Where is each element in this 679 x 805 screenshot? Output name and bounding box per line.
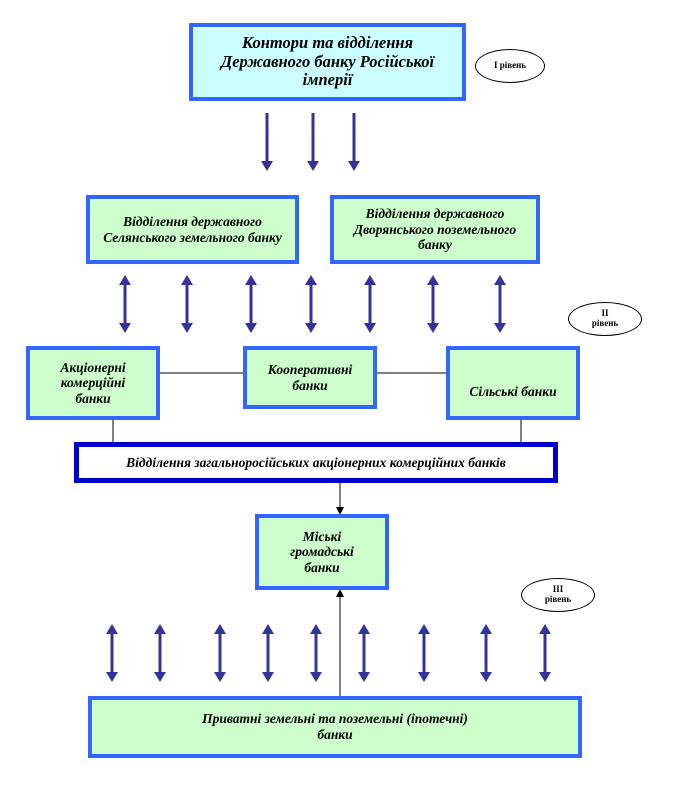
level3-double-arrow-8	[480, 624, 492, 682]
level2-double-arrow-6	[427, 275, 439, 333]
connector-lines	[112, 372, 522, 696]
joint-stock-banks-label: Акціонерні комерційні банки	[60, 359, 126, 406]
city-public-banks-label: Міські громадські банки	[290, 528, 354, 575]
peasant-bank-label: Відділення державного Селянського земель…	[103, 213, 282, 245]
state-bank-box: Контори та відділення Державного банку Р…	[189, 23, 466, 101]
level2-double-arrow-5	[364, 275, 376, 333]
private-land-banks-label: Приватні земельні та поземельні (іпотечн…	[202, 711, 468, 742]
all-russian-branches-box: Відділення загальноросійських акціонерни…	[74, 442, 558, 483]
level2-double-arrow-3	[245, 275, 257, 333]
level-1-badge: І рівень	[475, 49, 545, 83]
level2-double-arrow-7	[494, 275, 506, 333]
level3-double-arrow-4	[262, 624, 274, 682]
state-down-arrow-3	[348, 113, 360, 171]
peasant-bank-box: Відділення державного Селянського земель…	[86, 195, 299, 264]
rural-banks-box: Сільські банки	[446, 346, 580, 420]
level2-double-arrow-4	[305, 275, 317, 333]
level3-double-arrow-2	[154, 624, 166, 682]
level3-double-arrow-7	[418, 624, 430, 682]
level-3-label: ІІІ рівень	[544, 584, 572, 604]
rural-banks-label: Сільські банки	[469, 384, 557, 400]
level-2-label: ІІ рівень	[591, 308, 619, 328]
state-down-arrow-1	[261, 113, 273, 171]
noble-bank-label: Відділення державного Дворянського позем…	[353, 206, 517, 253]
cooperative-banks-box: Кооперативні банки	[243, 346, 377, 409]
city-public-banks-box: Міські громадські банки	[255, 514, 389, 590]
state-bank-label: Контори та відділення Державного банку Р…	[220, 32, 435, 90]
joint-stock-banks-box: Акціонерні комерційні банки	[26, 346, 160, 420]
level3-double-arrow-1	[106, 624, 118, 682]
all-russian-branches-label: Відділення загальноросійських акціонерни…	[126, 454, 506, 470]
level3-double-arrow-9	[539, 624, 551, 682]
level-3-badge: ІІІ рівень	[521, 578, 595, 612]
cooperative-banks-label: Кооперативні банки	[267, 361, 353, 393]
level-2-badge: ІІ рівень	[568, 302, 642, 336]
level-1-label: І рівень	[493, 60, 527, 71]
level2-double-arrow-1	[119, 275, 131, 333]
level3-double-arrow-6	[358, 624, 370, 682]
private-land-banks-box: Приватні земельні та поземельні (іпотечн…	[88, 696, 582, 758]
noble-bank-box: Відділення державного Дворянського позем…	[330, 195, 540, 264]
level3-double-arrow-5	[310, 624, 322, 682]
level3-double-arrow-3	[214, 624, 226, 682]
level2-double-arrow-2	[181, 275, 193, 333]
state-down-arrow-2	[307, 113, 319, 171]
arrows	[106, 113, 551, 682]
